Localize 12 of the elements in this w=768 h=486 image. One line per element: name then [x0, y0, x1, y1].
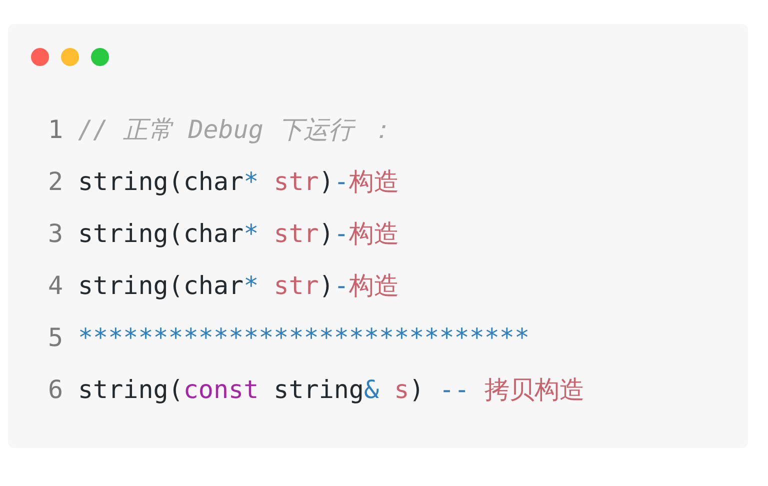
line-number: 6: [48, 374, 64, 406]
code-line: string(char* str)-构造: [78, 166, 399, 198]
code-line: ******************************: [78, 322, 530, 354]
line-number: 2: [48, 166, 64, 198]
line-number: 4: [48, 270, 64, 302]
line-number: 5: [48, 322, 64, 354]
code-line: string(char* str)-构造: [78, 270, 399, 302]
line-number: 1: [48, 114, 64, 146]
line-number: 3: [48, 218, 64, 250]
code-comment: // 正常 Debug 下运行 ：: [78, 114, 394, 146]
code-line: string(const string& s) -- 拷贝构造: [78, 374, 584, 406]
code-line: string(char* str)-构造: [78, 218, 399, 250]
